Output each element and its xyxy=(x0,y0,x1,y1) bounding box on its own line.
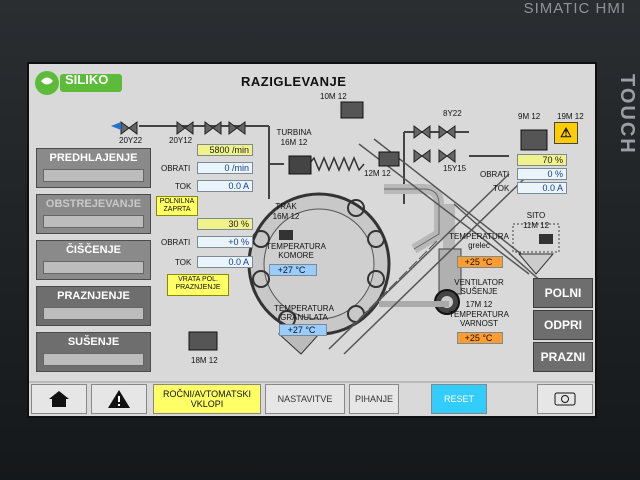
temp-grelec-label: TEMPERATURA grelec xyxy=(449,232,509,250)
mode-button-obstrejevanje[interactable]: OBSTREJEVANJE xyxy=(36,194,151,234)
progress-bar xyxy=(43,307,144,320)
temp-varnost-label: TEMPERATURA VARNOST xyxy=(449,310,509,328)
alarm-icon xyxy=(108,390,130,408)
valve-tag: 20Y12 xyxy=(169,136,193,145)
siliko-logo xyxy=(35,71,122,95)
pihanje-button[interactable]: PIHANJE xyxy=(349,384,399,414)
percent-value[interactable]: 30 % xyxy=(197,218,253,230)
valve-tag: 8Y22 xyxy=(443,109,462,118)
polnilna-note: POLNILNA ZAPRTA xyxy=(156,196,198,216)
mode-button-susenje[interactable]: SUŠENJE xyxy=(36,332,151,372)
trak-tag: 16M 12 xyxy=(272,212,300,221)
pct2-value: 0 % xyxy=(517,168,567,180)
progress-bar xyxy=(43,215,144,228)
vrata-note: VRATA POL. PRAZNJENJE xyxy=(167,274,229,296)
home-button[interactable] xyxy=(31,384,87,414)
tok-value: 0.0 A xyxy=(197,180,253,192)
mode-button-ciscenje[interactable]: ČIŠČENJE xyxy=(36,240,151,280)
polni-button[interactable]: POLNI xyxy=(533,278,593,308)
pct-value[interactable]: 70 % xyxy=(517,154,567,166)
alarm-button[interactable] xyxy=(91,384,147,414)
obrati2-value: +0 % xyxy=(197,236,253,248)
temp-grelec-value: +25 °C xyxy=(457,256,503,268)
obrati-value: 0 /min xyxy=(197,162,253,174)
mode-button-predhlajenje[interactable]: PREDHLAJENJE xyxy=(36,148,151,188)
nastavitve-button[interactable]: NASTAVITVE xyxy=(265,384,345,414)
valve-tag: 20Y22 xyxy=(119,136,143,145)
reset-button[interactable]: RESET xyxy=(431,384,487,414)
obrati-right-label: OBRATI xyxy=(480,170,510,179)
motor-19m-tag: 19M 12 xyxy=(557,112,584,121)
ventilator-tag: 17M 12 xyxy=(465,300,493,309)
logo-text: SILIKO xyxy=(65,72,109,87)
prazni-button[interactable]: PRAZNI xyxy=(533,342,593,372)
odpri-button[interactable]: ODPRI xyxy=(533,310,593,340)
process-diagram xyxy=(29,101,595,383)
tok2-value: 0.0 A xyxy=(197,256,253,268)
tok-right-label: TOK xyxy=(493,184,510,193)
obrati-label: OBRATI xyxy=(161,164,191,173)
power-icon xyxy=(554,392,576,406)
progress-bar xyxy=(43,169,144,182)
temp-komore-label: TEMPERATURA KOMORE xyxy=(266,242,326,260)
turbina-label: TURBINA xyxy=(276,128,312,137)
brand-label: SIMATIC HMI xyxy=(523,0,626,17)
rocni-avtomatski-button[interactable]: ROČNI/AVTOMATSKI VKLOPI xyxy=(153,384,261,414)
sito-tag: 11M 12 xyxy=(522,221,550,230)
hmi-screen: SILIKO RAZIGLEVANJE PREDHLAJENJE OBSTREJ… xyxy=(27,62,597,418)
valve-tag: 15Y15 xyxy=(443,164,467,173)
sito-label: SITO xyxy=(526,211,546,220)
temp-granulata-label: TEMPERATURA GRANULATA xyxy=(274,304,334,322)
motor-10m-tag: 10M 12 xyxy=(320,92,347,101)
mode-button-praznjenje[interactable]: PRAZNJENJE xyxy=(36,286,151,326)
temp-varnost-value: +25 °C xyxy=(457,332,503,344)
motor-9m-tag: 9M 12 xyxy=(518,112,541,121)
temp-komore-value: +27 °C xyxy=(269,264,317,276)
home-icon xyxy=(49,391,69,407)
obrati2-label: OBRATI xyxy=(161,238,191,247)
temp-granulata-value: +27 °C xyxy=(279,324,327,336)
tok-right-value: 0.0 A xyxy=(517,182,567,194)
page-title: RAZIGLEVANJE xyxy=(241,74,347,89)
warning-icon[interactable]: ⚠ xyxy=(554,122,578,144)
trak-label: TRAK xyxy=(275,202,297,211)
tok-label: TOK xyxy=(175,182,192,191)
motor-12m-tag: 12M 12 xyxy=(364,169,391,178)
turbina-tag: 16M 12 xyxy=(280,138,308,147)
progress-bar xyxy=(43,353,144,366)
power-button[interactable] xyxy=(537,384,593,414)
touch-label: TOUCH xyxy=(616,74,638,155)
rpm-value[interactable]: 5800 /min xyxy=(197,144,253,156)
progress-bar xyxy=(43,261,144,274)
motor-18m-tag: 18M 12 xyxy=(191,356,218,365)
tok2-label: TOK xyxy=(175,258,192,267)
ventilator-label: VENTILATOR SUŠENJE xyxy=(454,278,504,296)
